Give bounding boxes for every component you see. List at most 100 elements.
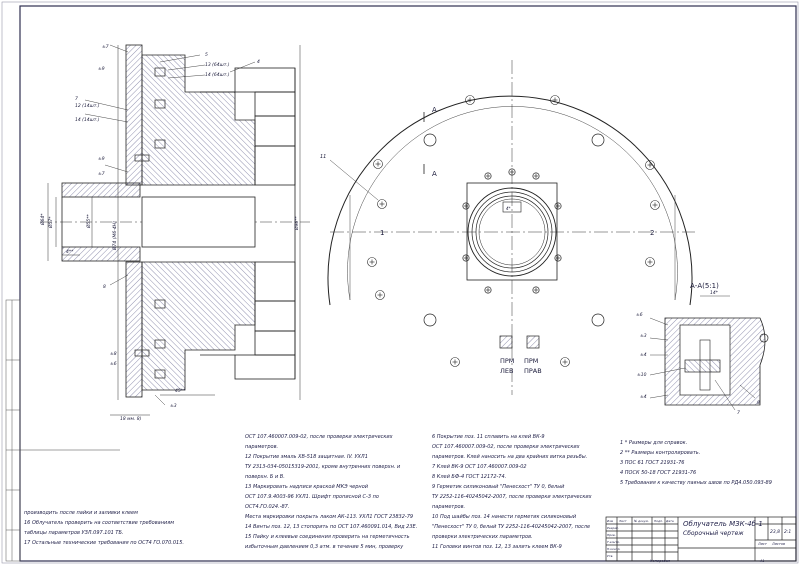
screw-head [550,95,560,105]
tech-notes-col3: 6 Покрытие поз. 11 сплавить на клей ВК-9… [432,434,592,550]
tech-notes-col1: производить после пайки и заливки клеем … [24,510,184,546]
label-prm-right: ПРМ [524,357,538,365]
screw-head [650,200,660,210]
title-block-scale: 2:1 [784,530,792,535]
svg-text:±9: ±9 [98,66,105,72]
screw-head [465,95,475,105]
svg-text:±7: ±7 [98,171,105,177]
cut-label-a-bottom: А [432,170,437,178]
phase-label-2: 2 [650,229,654,237]
title-block-copied: Копировал [650,559,670,563]
screw-head [462,202,470,210]
svg-text:18 мм. 8): 18 мм. 8) [120,416,142,422]
svg-text:4*: 4* [506,206,511,211]
phase-label-1: 1 [380,229,384,237]
mounting-holes [423,133,605,327]
detail-callout-pos7: 7 [737,410,740,416]
svg-text:4**: 4** [66,249,74,255]
screw-head [367,257,377,267]
reflector-arc [327,95,693,306]
svg-text:±10: ±10 [637,372,647,378]
callout-pos14b: 14 (64шт.) [205,72,230,78]
screw-head [554,202,562,210]
svg-text:Ø74 (М6-4Н): Ø74 (М6-4Н) [111,221,118,251]
title-block-sheets: Листов [772,542,786,546]
svg-text:Ø57*: Ø57* [47,216,54,229]
svg-text:±4: ±4 [640,352,647,358]
role-checker: Пров. [607,533,616,537]
connector-left [499,335,513,349]
role-date: Дата [666,519,674,523]
callout-pos4: 4 [257,59,260,65]
screw-head [373,159,383,169]
callout-pos14: 14 (14шт.) [75,117,100,123]
role-developer: Разраб. [607,526,619,530]
role-approved: Утв. [607,554,614,558]
callout-pos7: 7 [75,96,78,102]
tube-lower-wall [61,246,141,262]
cut-label-a-top: А [432,106,437,114]
svg-text:Ø96**: Ø96** [293,215,300,231]
title-block-subtitle: Сборочный чертеж [683,530,744,537]
svg-text:±7: ±7 [102,44,109,50]
role-list: Лист [619,519,627,523]
tech-notes-col2: ОСТ 107.460007.009-02, после проверки эл… [245,434,418,550]
label-prav: ПРАВ [524,367,542,375]
svg-text:±3: ±3 [170,403,177,409]
title-block-grid [605,516,797,562]
callout-pos11: 11 [320,154,326,160]
housing-upper [141,54,256,186]
svg-text:±6: ±6 [636,312,643,318]
screw-head [645,160,655,170]
detail-title: А-А(5:1) [690,282,719,290]
upper-flange [125,44,143,186]
hub-square [466,182,558,281]
screw-head [508,168,516,176]
screw-head [560,357,570,367]
left-margin-strip [5,299,21,562]
title-block-sheet: Лист [758,542,767,546]
role-izm: Изм [607,519,614,523]
callout-pos13: 13 (64шт.) [205,62,230,68]
label-lev: ЛЕВ [500,367,513,375]
screw-head [462,254,470,262]
front-view: 4* А А 1 2 11 ПРМ ЛЕВ ПРМ ПРАВ [320,60,695,395]
role-tcontrol: Т.контр. [607,540,621,544]
callout-pos5: 5 [205,52,208,58]
lower-flange [125,261,143,398]
callout-pos12: 12 (14шт.) [75,103,100,109]
role-ncontrol: Н.контр. [607,547,621,551]
svg-text:14*: 14* [710,290,719,296]
screw-head [645,257,655,267]
label-prm-left: ПРМ [500,357,514,365]
section-view: Ø64* Ø57* Ø55** Ø96** Ø74 (М6-4Н) 45** 1… [39,44,310,422]
screw-head [532,286,540,294]
screw-head [554,254,562,262]
housing-lower [141,261,256,391]
svg-text:Ø55**: Ø55** [85,213,92,229]
svg-text:±9: ±9 [98,156,105,162]
inner-frame [19,5,797,562]
svg-text:±4: ±4 [640,394,647,400]
svg-text:±8: ±8 [110,351,117,357]
detail-callout-pos8: 8 [757,400,760,406]
screw-head [484,172,492,180]
svg-text:Ø64*: Ø64* [39,213,46,226]
callout-pos8: 8 [103,284,106,290]
tech-notes-col4: 1 * Размеры для справок. 2 ** Размеры ко… [620,440,772,486]
title-block-mass: 23,8 [770,530,781,535]
title-block-format: А1 [760,559,765,563]
screw-head [450,357,460,367]
svg-text:±6: ±6 [110,361,117,367]
screw-head [484,286,492,294]
screw-head [375,290,385,300]
tube-upper-wall [61,182,141,198]
screw-head [377,199,387,209]
connector-right [526,335,540,349]
screw-head [532,172,540,180]
svg-text:±3: ±3 [640,333,647,339]
detail-section: А-А(5:1) 14* ±6 ±3 ±4 ±10 ±4 7 8 [636,282,769,416]
